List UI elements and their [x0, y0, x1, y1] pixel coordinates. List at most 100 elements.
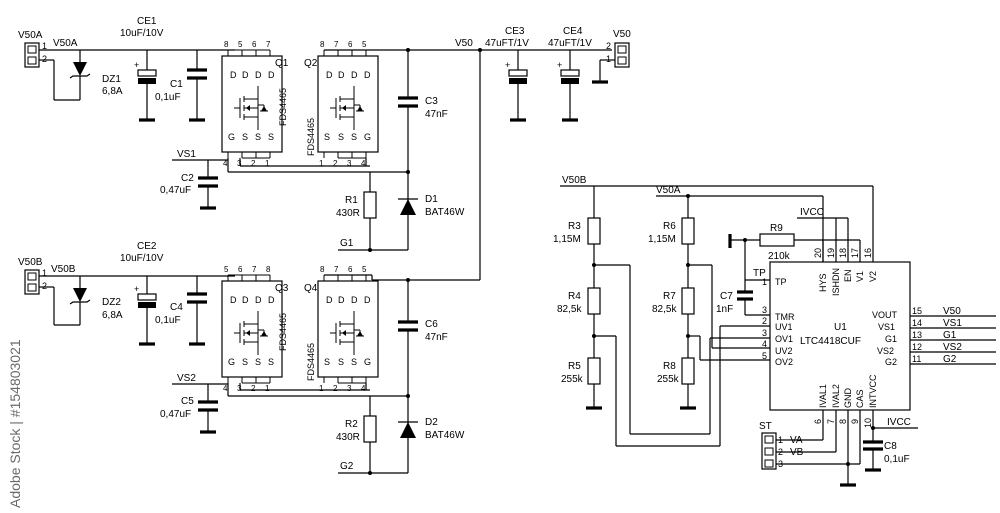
label-r2: R2	[345, 419, 358, 430]
label-ivcc-bot: IVCC	[887, 417, 911, 428]
svg-text:OV1: OV1	[775, 334, 793, 344]
svg-text:S: S	[242, 132, 248, 142]
svg-text:2: 2	[762, 316, 767, 326]
svg-text:D: D	[338, 295, 345, 305]
svg-text:4: 4	[223, 384, 228, 393]
svg-text:V1: V1	[855, 271, 865, 282]
svg-text:S: S	[338, 132, 344, 142]
label-v50a-right: V50A	[656, 185, 681, 196]
svg-text:2: 2	[333, 159, 338, 168]
svg-text:16: 16	[863, 248, 873, 258]
svg-text:FDS4465: FDS4465	[306, 118, 316, 156]
label-tp: TP	[753, 268, 766, 279]
svg-text:D: D	[351, 295, 358, 305]
svg-text:S: S	[351, 357, 357, 367]
svg-text:20: 20	[813, 248, 823, 258]
label-c7-val: 1nF	[716, 304, 733, 315]
svg-text:TP: TP	[775, 277, 787, 287]
label-ce4-val: 47uFT/1V	[548, 38, 592, 49]
label-c8: C8	[884, 441, 897, 452]
channel-a-right: V50 C3 47nF VS1 C2 0,47uF R1 430R D1 BAT…	[160, 38, 480, 252]
svg-text:8: 8	[224, 40, 229, 49]
svg-text:4: 4	[762, 339, 767, 349]
svg-text:S: S	[324, 357, 330, 367]
svg-text:3: 3	[347, 384, 352, 393]
label-g1: G1	[340, 238, 354, 249]
label-r4: R4	[568, 291, 581, 302]
label-c7: C7	[720, 291, 733, 302]
svg-text:3: 3	[762, 305, 767, 315]
connector-v50	[614, 42, 630, 68]
label-c4: C4	[170, 302, 183, 313]
channel-b-right: C6 47nF VS2 C5 0,47uF R2 430R D2 BAT46W …	[160, 274, 465, 475]
label-ivcc-top: IVCC	[800, 207, 824, 218]
svg-text:G: G	[364, 132, 371, 142]
ic-u1: U1 LTC4418CUF TP 1 TMR 3 UV1 2 OV1 3 UV2…	[759, 248, 996, 487]
svg-text:EN: EN	[843, 269, 853, 282]
svg-text:IVAL1: IVAL1	[818, 384, 828, 408]
label-r3-val: 1,15M	[553, 234, 581, 245]
svg-text:S: S	[268, 357, 274, 367]
svg-text:2: 2	[333, 384, 338, 393]
label-r7-val: 82,5k	[652, 304, 677, 315]
svg-text:GND: GND	[843, 388, 853, 409]
label-v50a-conn: V50A	[18, 30, 43, 41]
svg-text:S: S	[338, 357, 344, 367]
label-r5: R5	[568, 361, 581, 372]
label-ce2: CE2	[137, 241, 157, 252]
svg-text:5: 5	[762, 351, 767, 361]
channel-a: V50A 1 2 V50A DZ1 6,8A + CE1 10uF/10V C1…	[18, 16, 235, 122]
svg-text:D: D	[230, 295, 237, 305]
svg-text:S: S	[324, 132, 330, 142]
svg-text:7: 7	[826, 419, 836, 424]
label-vs2: VS2	[177, 373, 196, 384]
svg-text:4: 4	[361, 384, 366, 393]
svg-text:D: D	[242, 70, 249, 80]
svg-text:8: 8	[320, 40, 325, 49]
label-g2: G2	[340, 461, 354, 472]
svg-text:G: G	[228, 357, 235, 367]
svg-text:UV1: UV1	[775, 322, 793, 332]
svg-text:5: 5	[224, 265, 229, 274]
label-d2: D2	[425, 417, 438, 428]
label-st: ST	[759, 421, 772, 432]
label-v50a-net: V50A	[53, 38, 78, 49]
label-ce4: CE4	[563, 26, 583, 37]
channel-b: V50B 1 2 V50B DZ2 6,8A + CE2 10uF/10V C4…	[18, 241, 235, 346]
mosfet-q4: 8 7 6 5 D D D D S S S G 1 2 3 4 FDS4465	[306, 265, 379, 393]
label-c3: C3	[425, 96, 438, 107]
label-u1: U1	[834, 322, 847, 333]
svg-text:VS2: VS2	[877, 346, 894, 356]
label-r3: R3	[568, 221, 581, 232]
svg-text:6: 6	[238, 265, 243, 274]
svg-text:1: 1	[42, 41, 47, 51]
svg-text:+: +	[505, 60, 510, 70]
svg-text:S: S	[268, 132, 274, 142]
label-u1-part: LTC4418CUF	[800, 336, 861, 347]
svg-text:FDS4465: FDS4465	[278, 88, 288, 126]
svg-text:TMR: TMR	[775, 312, 795, 322]
svg-text:D: D	[255, 70, 262, 80]
svg-text:ISHDN: ISHDN	[831, 268, 841, 296]
label-c1-val: 0,1uF	[155, 92, 181, 103]
svg-text:2: 2	[251, 159, 256, 168]
svg-text:S: S	[242, 357, 248, 367]
svg-text:15: 15	[912, 306, 922, 316]
label-ce1: CE1	[137, 16, 157, 27]
label-out-g2: G2	[943, 354, 957, 365]
svg-text:2: 2	[42, 54, 47, 64]
svg-text:6: 6	[813, 419, 823, 424]
svg-text:5: 5	[238, 40, 243, 49]
svg-text:OV2: OV2	[775, 357, 793, 367]
svg-text:1: 1	[265, 159, 270, 168]
svg-text:UV2: UV2	[775, 346, 793, 356]
svg-text:1: 1	[606, 54, 611, 64]
label-q2: Q2	[304, 58, 318, 69]
label-c6: C6	[425, 319, 438, 330]
label-v50b-right: V50B	[562, 175, 587, 186]
svg-text:CAS: CAS	[855, 389, 865, 408]
svg-text:D: D	[242, 295, 249, 305]
label-d1-val: BAT46W	[425, 207, 465, 218]
label-q3: Q3	[275, 283, 289, 294]
svg-text:VOUT: VOUT	[872, 310, 898, 320]
